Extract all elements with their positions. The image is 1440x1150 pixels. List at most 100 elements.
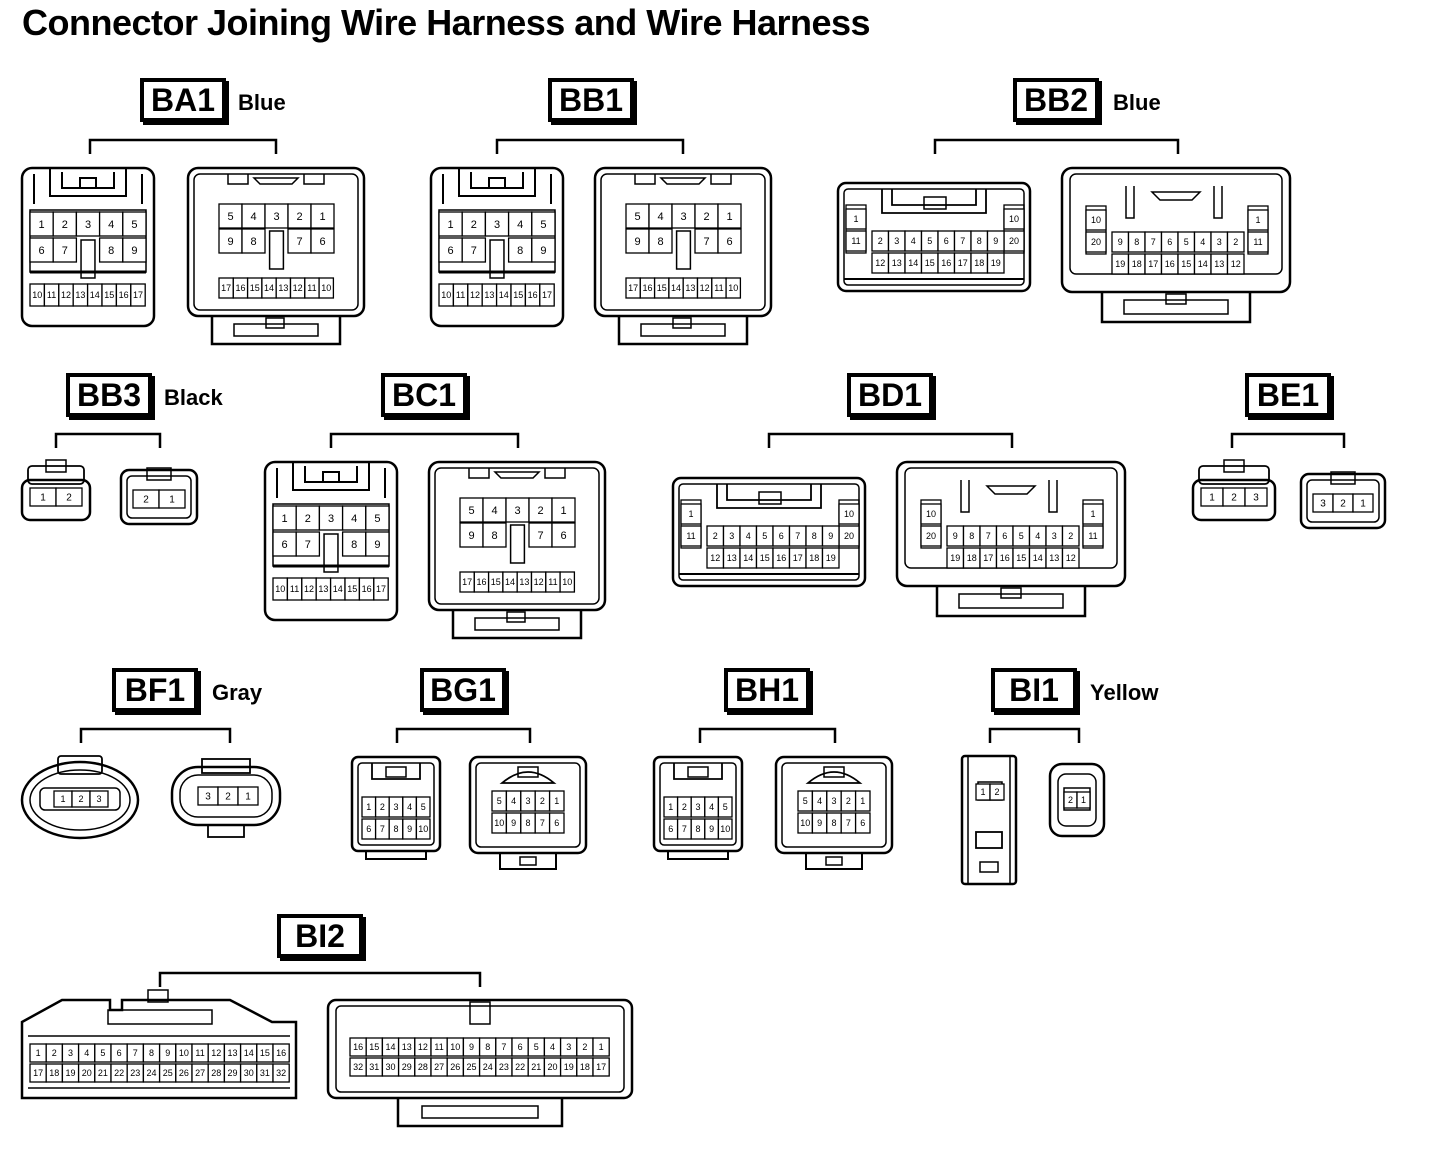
pin-number: 8 [491,530,497,542]
pin-number: 14 [499,290,509,300]
pin-number: 8 [831,818,836,828]
pin-number: 15 [369,1042,379,1052]
pin-number: 9 [165,1048,170,1058]
latch [292,462,370,491]
pin-number: 1 [448,219,454,231]
pin-number: 23 [499,1062,509,1072]
lock [1330,471,1356,485]
pin-number: 4 [517,219,523,231]
foot-tab [265,317,285,329]
pin-cell [310,203,335,229]
pin-number: 1 [688,509,693,519]
pin-cell [1061,547,1080,569]
pin-cell [986,252,1005,274]
pin-number: 1 [599,1042,604,1052]
pin-number: 7 [133,1048,138,1058]
pin-number: 1 [245,792,251,803]
guide [634,174,732,185]
pin-number: 11 [47,290,56,300]
pin-number: 4 [511,796,516,806]
pin-number: 1 [39,219,45,231]
pin-number: 13 [402,1042,412,1052]
pin-number: 9 [468,530,474,542]
connector-tag-bc1: BC1 [381,373,467,417]
pin-number: 14 [1198,259,1208,269]
pin-cell [680,503,702,525]
pin-number: 10 [562,577,572,587]
pin-number: 5 [1019,531,1024,541]
foot-slot [640,323,726,337]
connector-inner [126,475,192,519]
pin-number: 9 [993,236,998,246]
connector-foot [499,853,557,870]
pin-number: 15 [760,553,770,563]
pin-number: 14 [90,290,100,300]
pair-bracket [54,432,162,448]
pin-number: 17 [793,553,803,563]
pin-number: 1 [726,211,732,223]
pin-cell [272,1063,290,1083]
pin-number: 7 [471,245,477,257]
pin-cell [310,228,335,254]
pin-number: 8 [485,1042,490,1052]
pin-number: 20 [1091,237,1101,247]
connector-foot [207,824,245,838]
pin-number: 10 [275,584,285,594]
lock [146,467,172,481]
connector-inner [29,769,131,831]
connector-tag-be1: BE1 [1245,373,1331,417]
pin-number: 8 [108,245,114,257]
pin-number: 7 [380,824,385,834]
connector-inner [179,774,273,818]
pin-number: 18 [49,1068,59,1078]
pin-number: 1 [860,796,865,806]
pin-number: 17 [983,553,993,563]
pin-number: 8 [695,824,700,834]
connector-inner [357,762,435,846]
pin-number: 11 [456,290,465,300]
pin-number: 17 [542,290,552,300]
key-slot [323,533,339,573]
pin-number: 9 [817,818,822,828]
pair-bracket [158,971,482,987]
pin-number: 21 [531,1062,541,1072]
pin-number: 1 [366,802,371,812]
pin-cell [551,497,576,523]
pin-number: 19 [564,1062,574,1072]
pin-number: 9 [227,236,233,248]
pin-number: 7 [62,245,68,257]
pin-number: 6 [668,824,673,834]
foot-tab [1165,293,1187,305]
pin-cell [548,790,565,812]
pin-number: 1 [980,787,985,797]
pin-number: 5 [227,211,233,223]
connector-foot [617,316,749,346]
pin-number: 5 [468,505,474,517]
pin-cell [373,577,389,601]
pin-number: 3 [1217,237,1222,247]
pin-number: 17 [462,577,472,587]
pin-number: 21 [98,1068,108,1078]
pin-number: 14 [505,577,515,587]
pin-cell [648,228,673,254]
pin-number: 7 [846,818,851,828]
pin-number: 17 [33,1068,43,1078]
connector-inner [600,173,766,311]
latch [673,763,723,780]
connector-17p-male [186,166,366,318]
pin-number: 7 [537,530,543,542]
pin-number: 3 [68,1048,73,1058]
pin-number: 9 [407,824,412,834]
pin-number: 26 [179,1068,189,1078]
foot-tab [519,856,537,866]
pin-number: 8 [969,531,974,541]
pin-cell [1247,209,1269,231]
lock [469,1001,491,1025]
pin-cell [365,531,390,557]
pin-number: 1 [1360,499,1366,510]
pin-number: 3 [566,1042,571,1052]
pin-number: 2 [380,802,385,812]
pin-number: 6 [117,1048,122,1058]
pair-bracket [329,432,520,448]
pin-number: 7 [501,1042,506,1052]
